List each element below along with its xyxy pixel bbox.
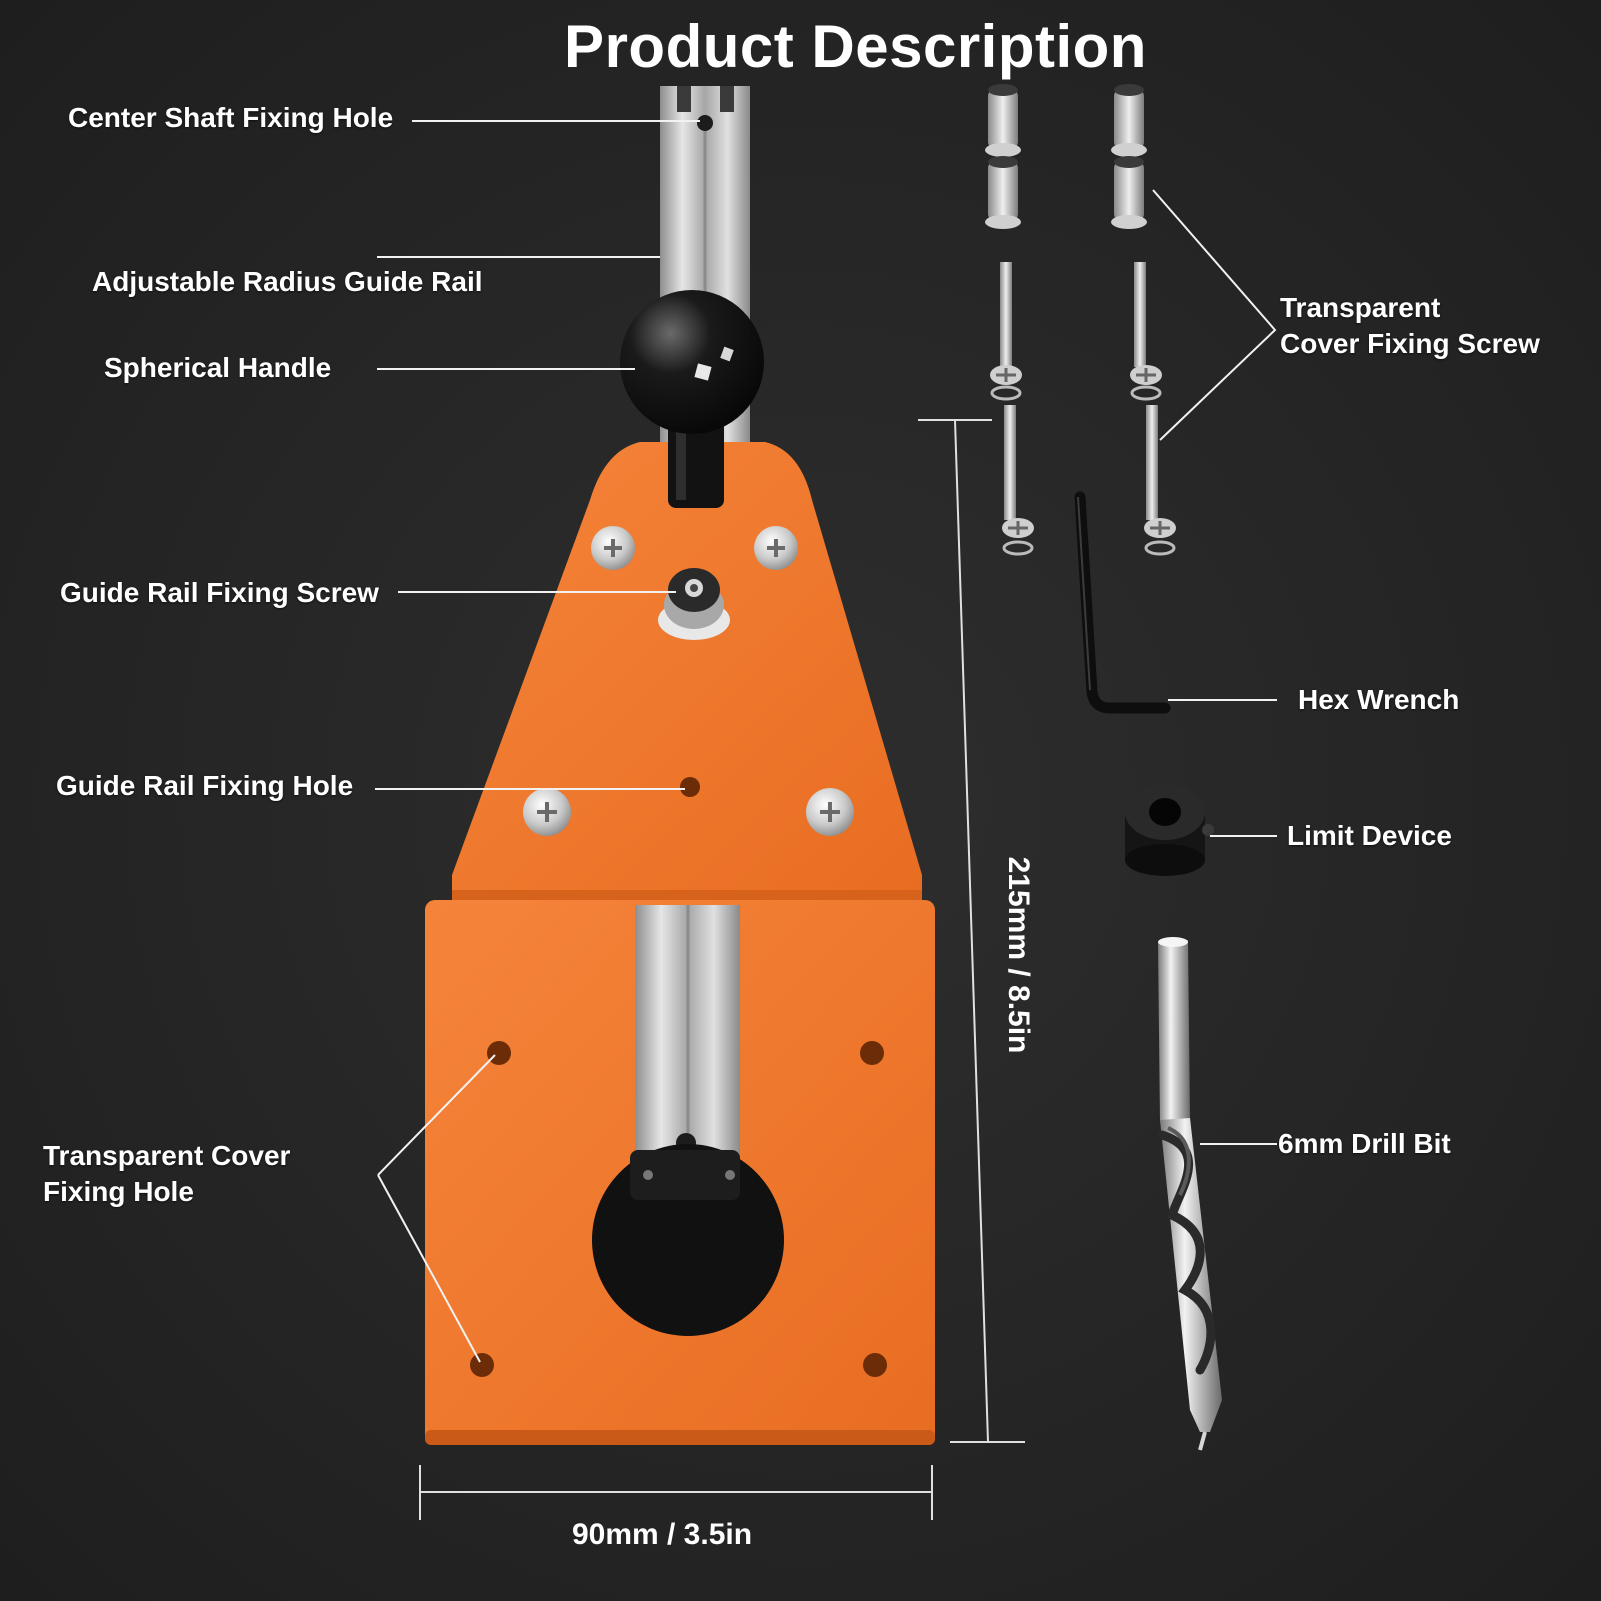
label-transparent-cover-fixing-hole-line1: Transparent Cover: [43, 1140, 291, 1171]
base-plate: [425, 442, 935, 1445]
height-dimension-label: 215mm / 8.5in: [1002, 856, 1035, 1054]
label-transparent-cover-fixing-screw-line1: Transparent: [1280, 292, 1441, 323]
width-dimension-label: 90mm / 3.5in: [571, 1518, 753, 1551]
height-dimension-lines: [918, 419, 1025, 1443]
label-guide-rail-fixing-screw: Guide Rail Fixing Screw: [60, 577, 379, 608]
label-drill-bit: 6mm Drill Bit: [1278, 1128, 1451, 1159]
label-guide-rail-fixing-hole: Guide Rail Fixing Hole: [56, 770, 354, 801]
transparent-cover-fixing-screws-icon: [985, 84, 1176, 556]
width-dimension-lines: [419, 1465, 933, 1520]
hex-wrench-icon: [1074, 491, 1171, 714]
label-center-shaft-fixing-hole: Center Shaft Fixing Hole: [68, 102, 394, 133]
limit-device-icon: [1125, 784, 1214, 876]
label-hex-wrench: Hex Wrench: [1298, 684, 1460, 715]
leader-lines: [375, 120, 1277, 1363]
guide-rail-fixing-screw-icon: [658, 568, 730, 640]
label-transparent-cover-fixing-hole-line2: Fixing Hole: [43, 1176, 194, 1207]
label-transparent-cover-fixing-screw-line2: Cover Fixing Screw: [1280, 328, 1540, 359]
page-title: Product Description: [564, 13, 1147, 80]
plate-screws: [523, 526, 854, 836]
drill-bit-icon: [1157, 937, 1222, 1451]
label-adjustable-radius-guide-rail: Adjustable Radius Guide Rail: [92, 266, 483, 297]
spherical-handle-icon: [620, 290, 764, 508]
center-shaft-hole-icon: [697, 115, 713, 131]
label-limit-device: Limit Device: [1287, 820, 1452, 851]
label-spherical-handle: Spherical Handle: [104, 352, 332, 383]
